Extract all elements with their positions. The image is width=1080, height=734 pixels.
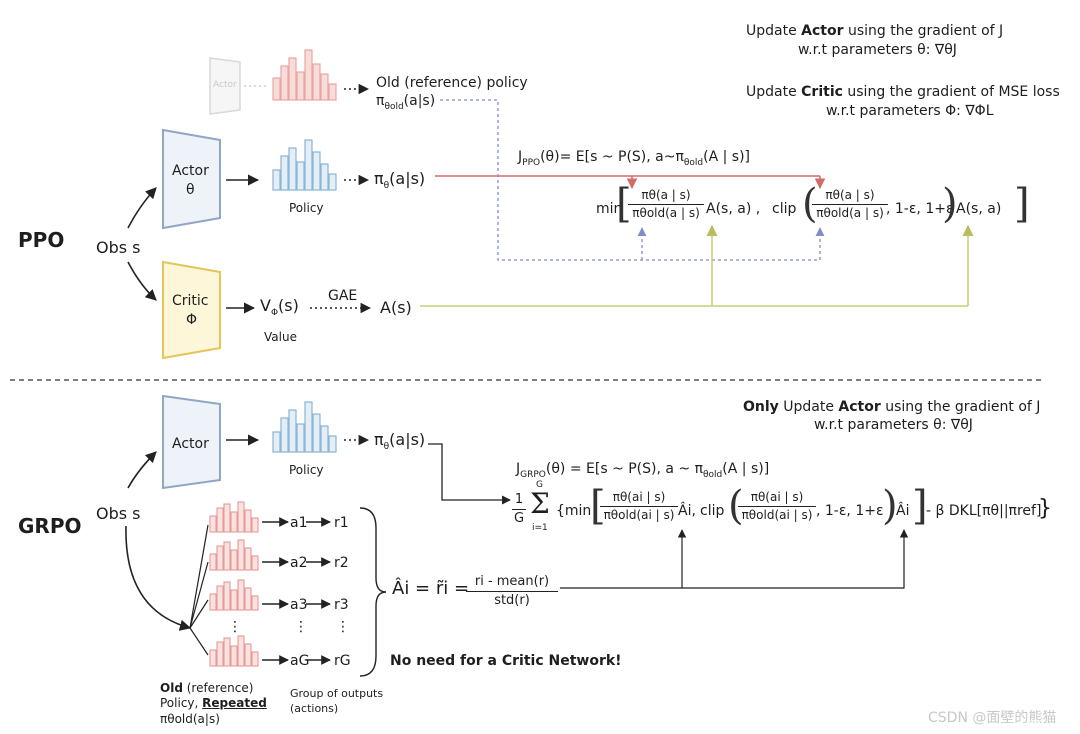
ppo-critic-label: Critic xyxy=(172,293,209,309)
ppo-critic-shape xyxy=(162,260,221,360)
grpo-output-arrows xyxy=(262,517,331,665)
grpo-ratio-fraction-1: πθ(ai | s)πθold(ai | s) xyxy=(600,490,678,523)
ppo-obs-to-critic-arrow xyxy=(127,261,157,301)
grpo-old-policy-histograms xyxy=(209,501,259,667)
ppo-policy-histogram xyxy=(272,139,337,191)
ppo-advantage-label: A(s) xyxy=(380,298,412,317)
grpo-outputs-brace xyxy=(359,507,387,677)
grpo-obs-label: Obs s xyxy=(96,504,141,523)
ppo-actor-shape xyxy=(162,128,221,230)
ppo-policy-label: Policy xyxy=(289,201,324,215)
ppo-clip-close-paren: ) xyxy=(942,181,958,227)
ppo-update-actor-line2: w.r.t parameters θ: ∇θJ xyxy=(798,42,957,58)
grpo-clip-close-paren: ) xyxy=(882,483,898,529)
grpo-advantage-term-2: Âi xyxy=(896,503,910,519)
grpo-old-policy-caption-2: Policy, Repeated xyxy=(160,696,267,710)
grpo-group-caption-1: Group of outputs xyxy=(290,687,384,700)
grpo-obs-to-outputs-arrow xyxy=(125,525,192,631)
ppo-min-close-bracket: ] xyxy=(1014,181,1030,227)
ppo-critic-param: Φ xyxy=(186,312,198,328)
grpo-update-line2: w.r.t parameters θ: ∇θJ xyxy=(814,417,973,433)
grpo-sum-symbol: Σ xyxy=(530,487,550,520)
grpo-output-action-g: aG xyxy=(290,653,310,669)
ppo-ratio-fraction-2: πθ(a | s)πθold(a | s) xyxy=(812,188,888,221)
grpo-advantage-fraction: ri - mean(r)std(r) xyxy=(466,574,558,610)
ppo-clip-bounds: , 1-ε, 1+ε xyxy=(886,201,954,217)
grpo-actor-label: Actor xyxy=(172,436,209,452)
grpo-advantage-lhs: Âi = r̃i = xyxy=(392,578,470,599)
grpo-policy-label: Policy xyxy=(289,463,324,477)
ppo-ref-actor-label: Actor xyxy=(213,80,237,90)
grpo-advantage-term-1: Âi, xyxy=(678,503,696,519)
watermark: CSDN @面壁的熊猫 xyxy=(928,710,1057,726)
grpo-close-brace: } xyxy=(1038,496,1052,521)
ref-actor-shape xyxy=(209,57,241,115)
ppo-old-policy-dashed-line xyxy=(440,99,825,261)
ppo-value-label: Value xyxy=(264,330,297,344)
grpo-no-critic-note: No need for a Critic Network! xyxy=(390,653,622,669)
grpo-adv-arrow-2 xyxy=(682,529,909,589)
grpo-fan-lines xyxy=(189,524,209,656)
ppo-old-policy-label: Old (reference) policy xyxy=(376,75,528,91)
ppo-policy-math: πθ(a|s) xyxy=(374,169,426,192)
ppo-update-critic-line1: Update Critic using the gradient of MSE … xyxy=(746,84,1060,100)
ppo-actor-param: θ xyxy=(186,182,195,198)
grpo-section-label: GRPO xyxy=(18,514,82,538)
ppo-update-critic-line2: w.r.t parameters Φ: ∇ΦL xyxy=(826,103,994,119)
ppo-min-label: min xyxy=(596,201,623,217)
grpo-actor-shape xyxy=(162,394,221,490)
grpo-group-caption-2: (actions) xyxy=(290,702,339,715)
ppo-old-policy-histogram xyxy=(272,49,337,101)
grpo-output-reward-1: r1 xyxy=(334,515,349,531)
ppo-obs-to-actor-arrow xyxy=(127,187,157,229)
ppo-obs-label: Obs s xyxy=(96,238,141,257)
ppo-min-open-bracket: [ xyxy=(616,181,632,227)
grpo-min-open-bracket: [ xyxy=(590,483,606,529)
grpo-sum-bottom: i=1 xyxy=(532,523,548,533)
ppo-ratio-fraction-1: πθ(a | s)πθold(a | s) xyxy=(628,188,704,221)
grpo-output-reward-2: r2 xyxy=(334,555,349,571)
grpo-ratio-fraction-2: πθ(ai | s)πθold(ai | s) xyxy=(738,490,816,523)
grpo-obs-to-actor-arrow xyxy=(127,451,157,489)
grpo-policy-to-objective-line xyxy=(428,443,511,505)
grpo-sum-top: G xyxy=(536,480,543,490)
grpo-min-close-bracket: ] xyxy=(912,483,928,529)
ppo-update-actor-line1: Update Actor using the gradient of J xyxy=(746,23,1004,39)
ppo-value-math: VΦ(s) xyxy=(260,296,299,319)
ppo-old-policy-math: πθold(a|s) xyxy=(376,93,436,112)
grpo-old-policy-caption-3: πθold(a|s) xyxy=(160,712,220,726)
grpo-output-reward-3: r3 xyxy=(334,597,349,613)
grpo-output-action-1: a1 xyxy=(290,515,308,531)
grpo-objective-expectation: JGRPO(θ) = E[s ~ P(S), a ~ πθold(A | s)] xyxy=(516,461,770,480)
ppo-clip-label: clip xyxy=(772,201,797,217)
grpo-output-action-2: a2 xyxy=(290,555,308,571)
grpo-policy-math: πθ(a|s) xyxy=(374,430,426,453)
ppo-clip-open-paren: ( xyxy=(802,181,818,227)
ppo-section-label: PPO xyxy=(18,228,65,252)
grpo-output-reward-g: rG xyxy=(334,653,351,669)
ppo-actor-label: Actor xyxy=(172,163,209,179)
grpo-min-label: {min xyxy=(556,503,592,519)
grpo-update-line1: Only Update Actor using the gradient of … xyxy=(743,399,1041,415)
grpo-policy-histogram xyxy=(272,401,337,453)
grpo-clip-open-paren: ( xyxy=(728,483,744,529)
ppo-gae-label: GAE xyxy=(328,288,358,304)
grpo-dots-hist: ⋮ xyxy=(228,619,242,635)
grpo-dots-action: ⋮ xyxy=(294,619,308,635)
ppo-objective-expectation: JPPO(θ)= E[s ~ P(S), a~πθold(A | s)] xyxy=(518,149,750,168)
ppo-advantage-term-1: A(s, a) , xyxy=(706,201,761,217)
grpo-clip-bounds: , 1-ε, 1+ε xyxy=(816,503,884,519)
grpo-kl-term: - β DKL[πθ||πref] xyxy=(926,503,1042,519)
grpo-old-policy-caption-1: Old (reference) xyxy=(160,681,254,695)
grpo-clip-label: clip xyxy=(700,503,725,519)
grpo-output-action-3: a3 xyxy=(290,597,308,613)
grpo-dots-reward: ⋮ xyxy=(336,619,350,635)
grpo-adv-arrow-1 xyxy=(560,529,687,589)
ppo-advantage-term-2: A(s, a) xyxy=(956,201,1002,217)
